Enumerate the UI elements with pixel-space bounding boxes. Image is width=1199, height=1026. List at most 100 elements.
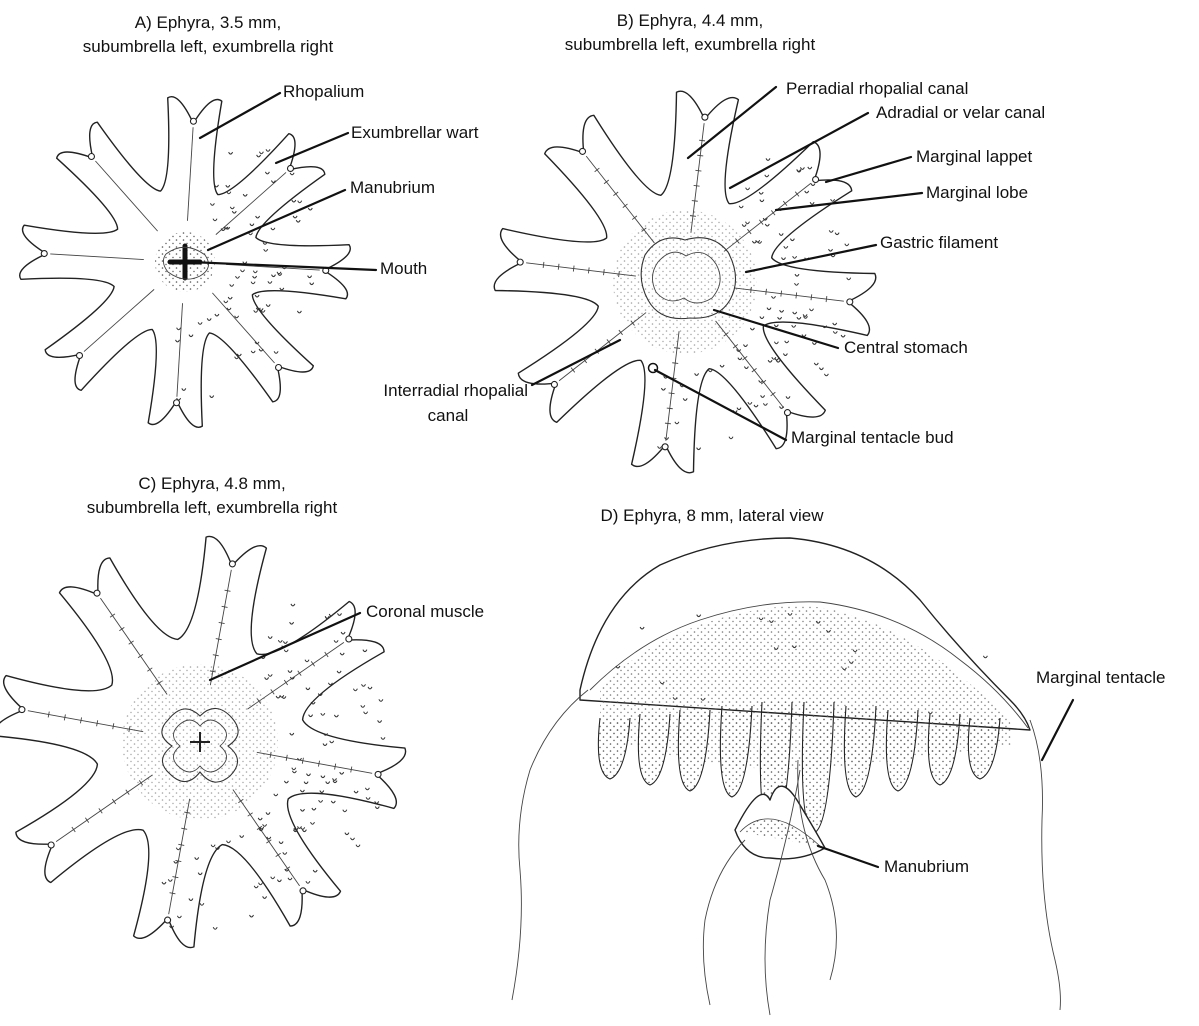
wart: [835, 233, 839, 235]
wart: [362, 684, 366, 686]
label-rhopalium: Rhopalium: [283, 82, 364, 101]
wart: [783, 354, 787, 356]
label-coronal-muscle: Coronal muscle: [366, 602, 484, 621]
leader-manubrium-d: [818, 846, 878, 867]
wart: [296, 220, 300, 222]
marginal-lobe-d: [678, 710, 710, 791]
marginal-lobe-d: [844, 706, 876, 797]
label-marginal-lappet: Marginal lappet: [916, 147, 1033, 166]
wart: [302, 830, 306, 832]
wart: [345, 833, 349, 835]
wart: [271, 228, 275, 230]
rhopalium-mark: [88, 153, 94, 159]
tentacle-d-mid-left: [703, 840, 745, 1005]
wart: [311, 822, 315, 824]
wart: [708, 370, 712, 372]
wart: [833, 331, 837, 333]
marginal-lobe-d: [598, 718, 630, 779]
panel-c-title-line2: subumbrella left, exumbrella right: [87, 498, 338, 517]
wart: [301, 809, 305, 811]
wart: [213, 927, 217, 929]
rhopalium-mark: [48, 842, 54, 848]
wart: [312, 808, 316, 810]
leader-marginal-tentacle: [1042, 700, 1073, 760]
panel-a-title-line2: subumbrella left, exumbrella right: [83, 37, 334, 56]
wart: [746, 188, 750, 190]
wart: [356, 845, 360, 847]
wart: [255, 295, 259, 297]
wart: [291, 604, 295, 606]
rhopalium-mark: [229, 561, 235, 567]
wart: [250, 915, 254, 917]
panel-c: C) Ephyra, 4.8 mm, subumbrella left, exu…: [0, 474, 484, 948]
wart: [309, 715, 313, 717]
wart: [261, 310, 265, 312]
label-exumbrellar-wart: Exumbrellar wart: [351, 123, 479, 142]
wart: [784, 246, 788, 248]
label-adradial-or-velar-canal: Adradial or velar canal: [876, 103, 1045, 122]
wart: [292, 200, 296, 202]
wart: [361, 705, 365, 707]
tentacle-d-right: [1030, 720, 1060, 1010]
rhopalium-mark: [276, 365, 282, 371]
rhopalium-mark: [662, 444, 668, 450]
wart: [266, 149, 270, 151]
label-interradial-rhopalial-canal-line2: canal: [428, 406, 469, 425]
ephyra-c-drawing: [0, 536, 406, 947]
wart: [311, 702, 315, 704]
wart: [824, 374, 828, 376]
label-marginal-tentacle: Marginal tentacle: [1036, 668, 1165, 687]
wart: [321, 713, 325, 715]
wart: [263, 896, 267, 898]
leader-marginal-lappet: [826, 157, 911, 182]
wart: [297, 311, 301, 313]
rhopalium-mark: [76, 353, 82, 359]
panel-a: A) Ephyra, 3.5 mm, subumbrella left, exu…: [20, 13, 479, 427]
wart: [235, 357, 239, 359]
panel-b-title-line1: B) Ephyra, 4.4 mm,: [617, 11, 763, 30]
wart: [259, 152, 263, 154]
rhopalium-mark: [300, 888, 306, 894]
rhopalium-mark: [702, 114, 708, 120]
marginal-lobe-d: [968, 718, 1000, 779]
marginal-lobe-d: [802, 702, 834, 833]
wart: [210, 396, 214, 398]
wart: [325, 616, 329, 618]
wart: [278, 640, 282, 642]
wart: [364, 712, 368, 714]
label-marginal-tentacle-bud: Marginal tentacle bud: [791, 428, 954, 447]
wart: [829, 230, 833, 232]
wart: [368, 687, 372, 689]
wart: [334, 715, 338, 717]
wart: [774, 325, 778, 327]
wart: [766, 158, 770, 160]
label-central-stomach: Central stomach: [844, 338, 968, 357]
wart: [319, 800, 323, 802]
rhopalium-mark: [784, 410, 790, 416]
wart: [229, 152, 233, 154]
wart: [737, 408, 741, 410]
rhopalium-mark: [190, 118, 196, 124]
rhopalium-mark: [847, 299, 853, 305]
wart: [331, 801, 335, 803]
label-marginal-lobe: Marginal lobe: [926, 183, 1028, 202]
wart: [845, 244, 849, 246]
wart: [283, 641, 287, 643]
marginal-lobe-d: [638, 714, 670, 785]
wart: [298, 201, 302, 203]
panel-d-title: D) Ephyra, 8 mm, lateral view: [601, 506, 825, 525]
wart: [381, 737, 385, 739]
rhopalium-mark: [19, 707, 25, 713]
rhopalium-mark: [346, 636, 352, 642]
wart: [793, 256, 797, 258]
label-interradial-rhopalial-canal-line1: Interradial rhopalial: [383, 381, 528, 400]
wart: [983, 656, 987, 658]
wart: [790, 239, 794, 241]
rhopalium-mark: [94, 590, 100, 596]
wart: [785, 341, 789, 343]
wart: [353, 689, 357, 691]
wart: [729, 437, 733, 439]
wart: [215, 185, 219, 187]
wart: [290, 622, 294, 624]
